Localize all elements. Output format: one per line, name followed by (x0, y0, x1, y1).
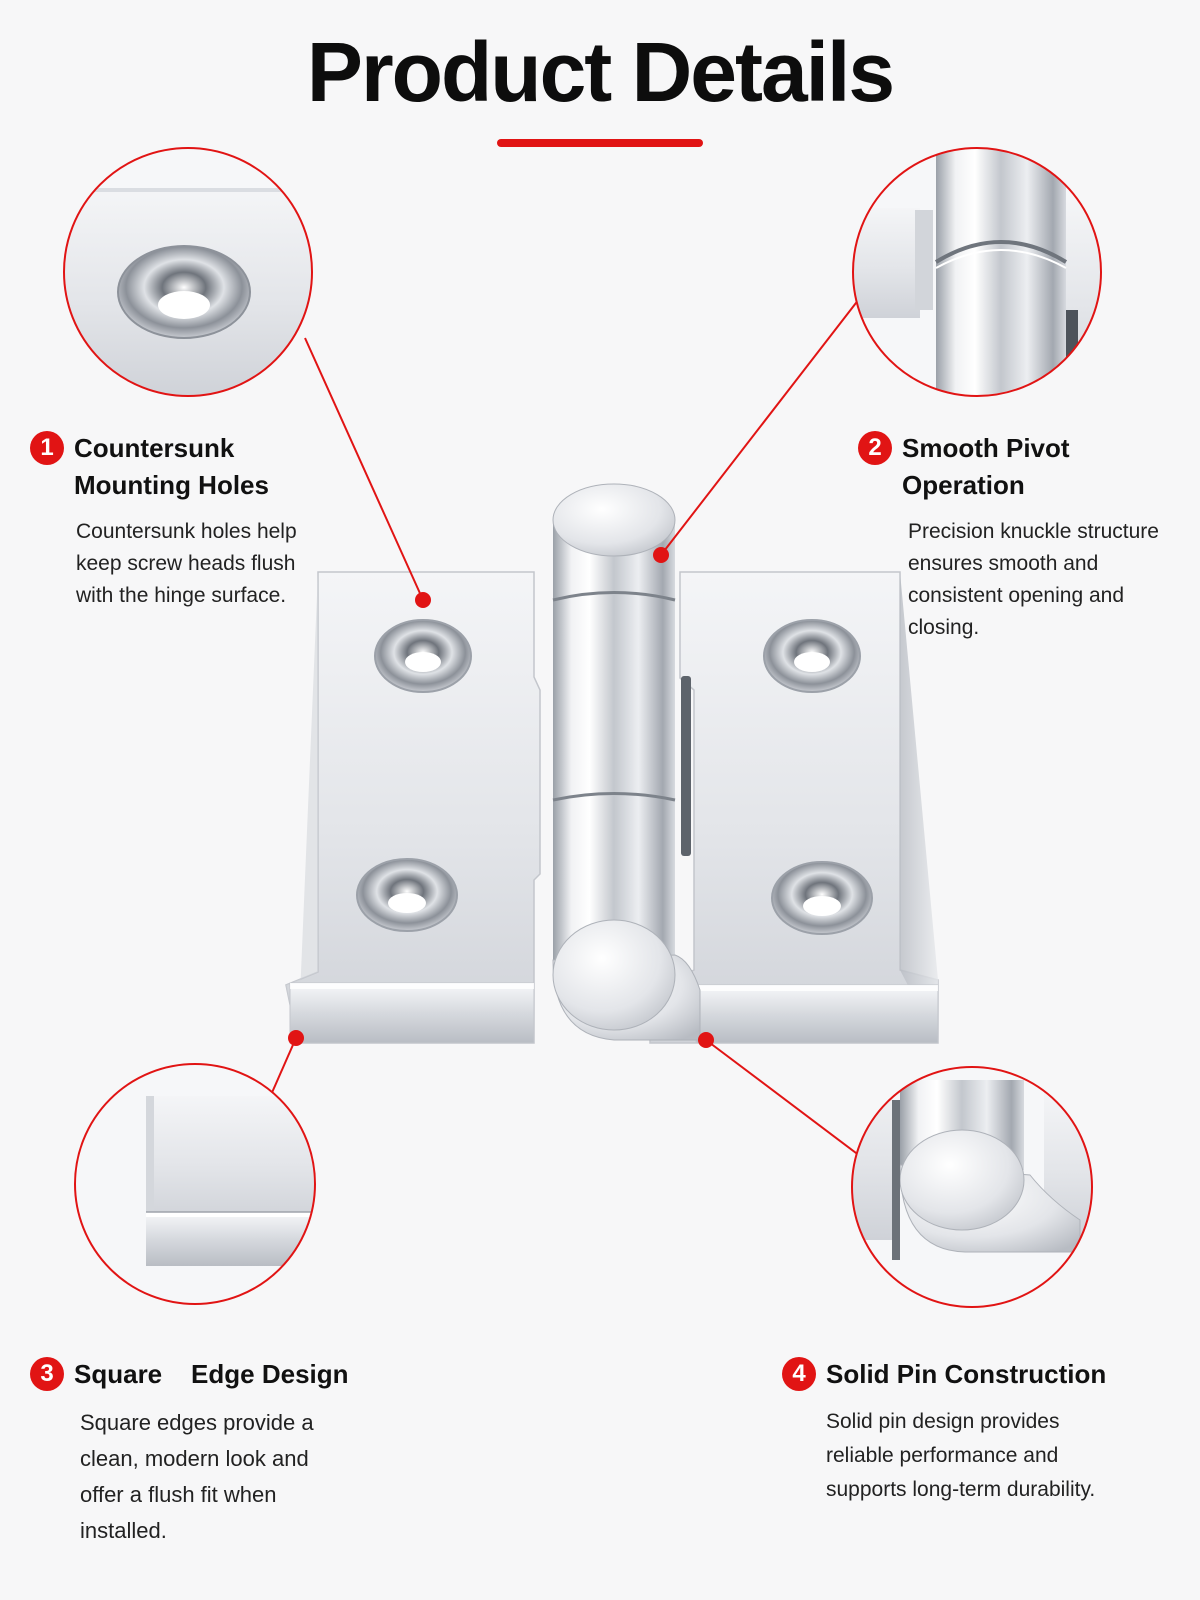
feature-number-badge: 1 (30, 431, 64, 465)
feature-title: Square Edge Design (74, 1359, 349, 1389)
feature-number-badge: 4 (782, 1357, 816, 1391)
feature-smooth-pivot: 2 Smooth Pivot Operation Precision knuck… (858, 430, 1178, 644)
callout-dots (288, 547, 714, 1048)
title-underline (497, 139, 703, 147)
feature-title: Smooth Pivot (902, 433, 1070, 463)
feature-solid-pin: 4 Solid Pin Construction Solid pin desig… (782, 1356, 1182, 1507)
feature-countersunk-holes: 1 Countersunk Mounting Holes Countersunk… (30, 430, 320, 612)
feature-number-badge: 2 (858, 431, 892, 465)
page-title: Product Details (306, 25, 895, 119)
feature-square-edge: 3 Square Edge Design Square edges provid… (30, 1356, 390, 1549)
zoom-countersunk-hole (63, 147, 313, 397)
countersunk-hole (771, 861, 873, 935)
feature-title: Countersunk (74, 433, 235, 463)
feature-description: Square edges provide a clean, modern loo… (80, 1410, 314, 1543)
feature-title: Operation (902, 470, 1025, 500)
zoom-knuckle (852, 147, 1102, 397)
zoom-solid-pin (851, 1066, 1093, 1308)
hinge-main-image (285, 483, 939, 1044)
countersunk-hole (356, 858, 458, 932)
feature-title: Solid Pin Construction (826, 1359, 1107, 1389)
countersunk-hole (763, 619, 861, 693)
feature-title: Mounting Holes (74, 470, 269, 500)
feature-description: Precision knuckle structure ensures smoo… (908, 520, 1159, 639)
zoom-square-edge (74, 1063, 316, 1305)
countersunk-hole (374, 619, 472, 693)
feature-description: Solid pin design provides reliable perfo… (826, 1410, 1096, 1501)
feature-number-badge: 3 (30, 1357, 64, 1391)
feature-description: Countersunk holes help keep screw heads … (76, 520, 297, 607)
